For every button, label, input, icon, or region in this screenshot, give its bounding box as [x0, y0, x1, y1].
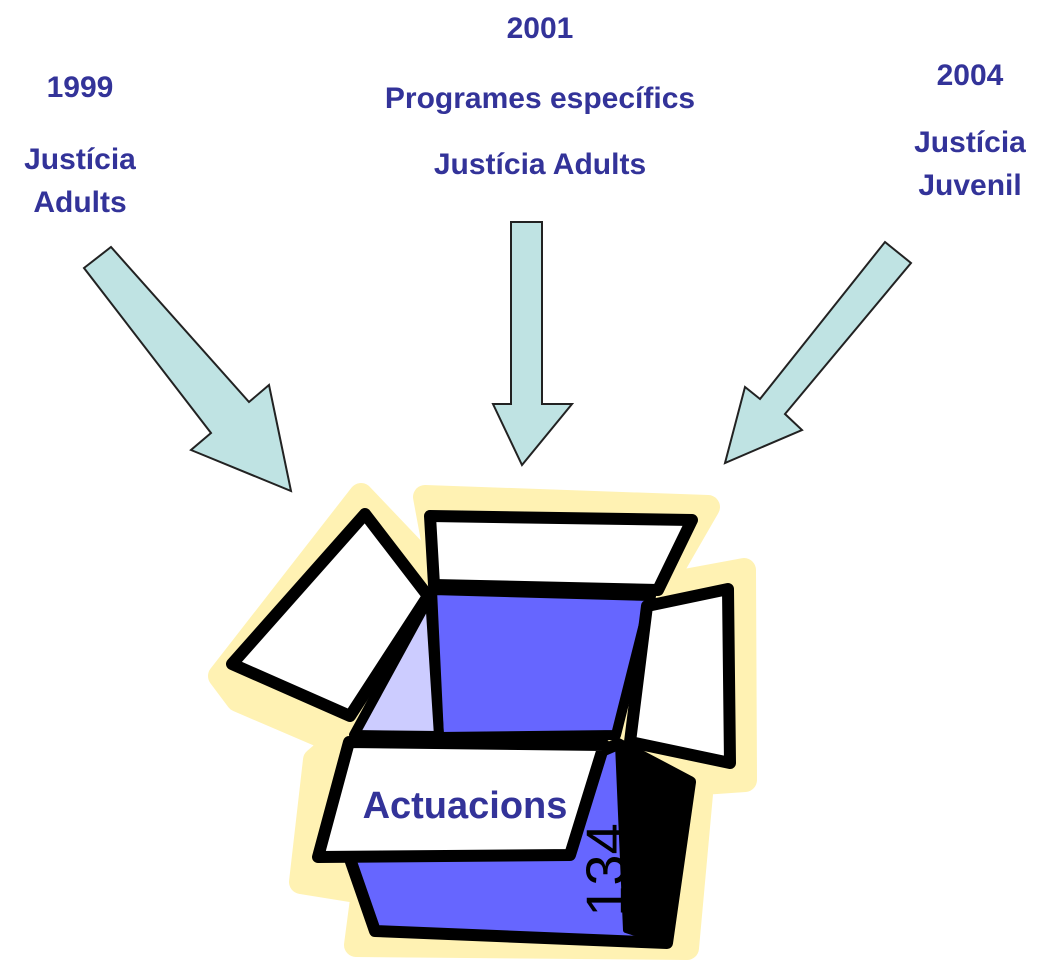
- source-2001-line-1: Programes específics: [384, 82, 696, 115]
- box-right-side: [615, 741, 693, 946]
- arrow-right: [723, 240, 913, 465]
- box-right-flap: [624, 583, 736, 769]
- source-2004-line-1: Justícia: [914, 126, 1026, 159]
- source-1999-line-2: Adults: [33, 186, 127, 219]
- box-back-flap: [424, 510, 698, 596]
- arrow-center: [491, 221, 575, 467]
- box-front-flap: [312, 736, 610, 863]
- source-2004-line-2: Juvenil: [918, 169, 1022, 202]
- source-1999-year: 1999: [46, 71, 114, 104]
- arrow-left: [82, 245, 293, 493]
- box-interior-back: [427, 585, 656, 742]
- box-number: 134: [574, 823, 637, 916]
- source-2004-year: 2004: [936, 59, 1004, 92]
- source-1999-line-1: Justícia: [24, 143, 136, 176]
- source-2001-line-2: Justícia Adults: [433, 148, 647, 181]
- box-label: Actuacions: [363, 785, 568, 827]
- source-2001-year: 2001: [506, 12, 574, 45]
- open-box-illustration: Actuacions 134: [208, 483, 757, 960]
- box-interior-left: [349, 591, 444, 741]
